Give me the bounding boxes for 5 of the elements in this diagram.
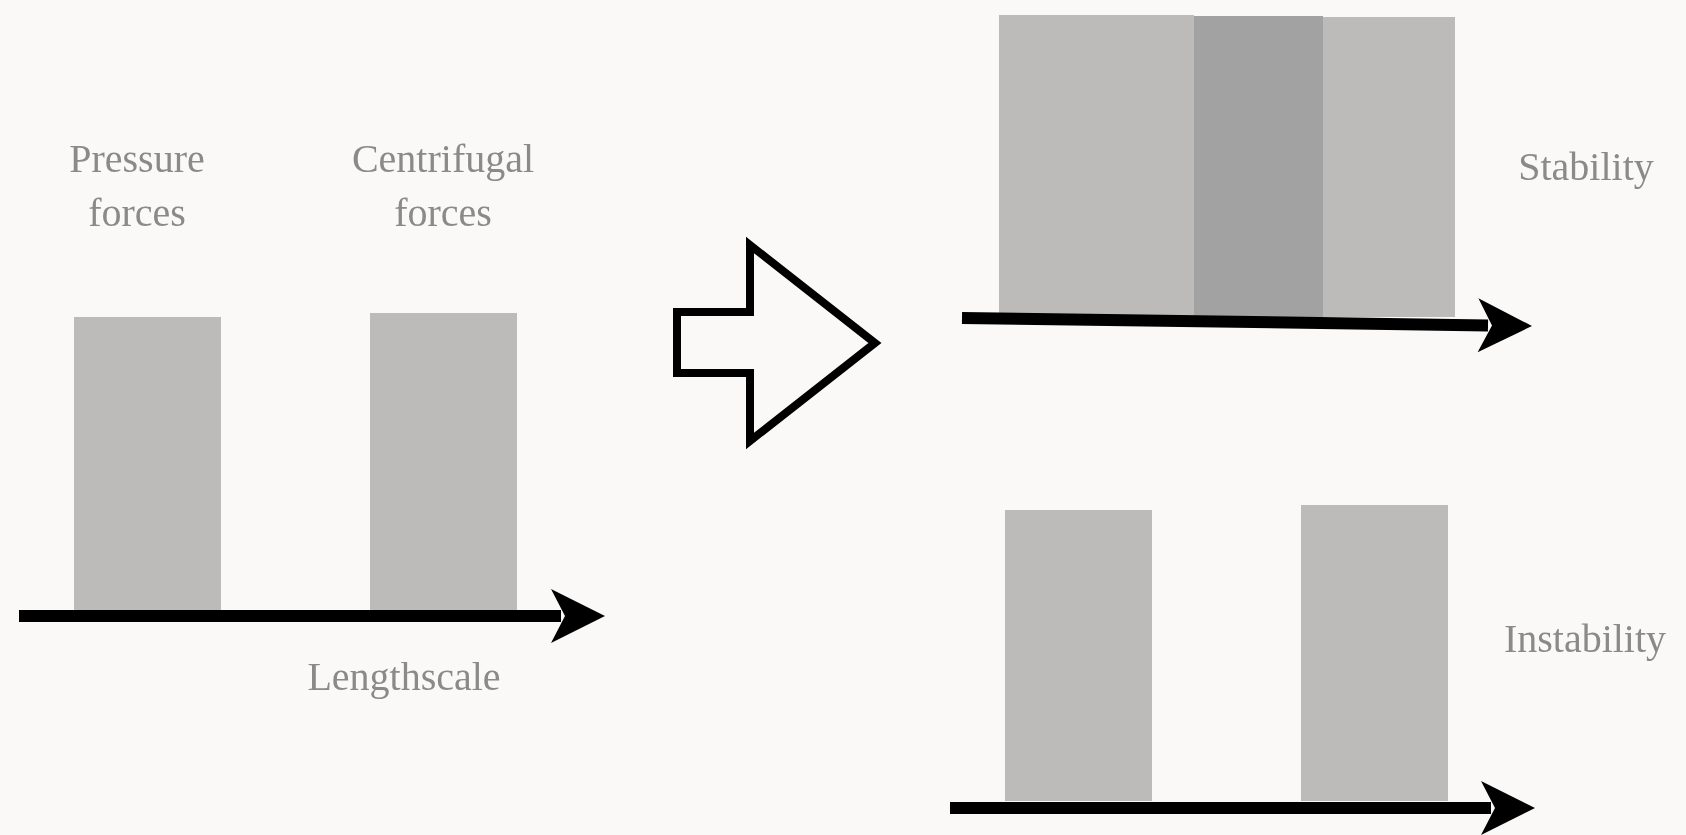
- label: Pressure forces: [68, 135, 206, 237]
- label: Stability: [1517, 143, 1655, 191]
- label: Centrifugal forces: [350, 135, 536, 237]
- label: Lengthscale: [306, 653, 502, 701]
- label: Instability: [1502, 615, 1668, 663]
